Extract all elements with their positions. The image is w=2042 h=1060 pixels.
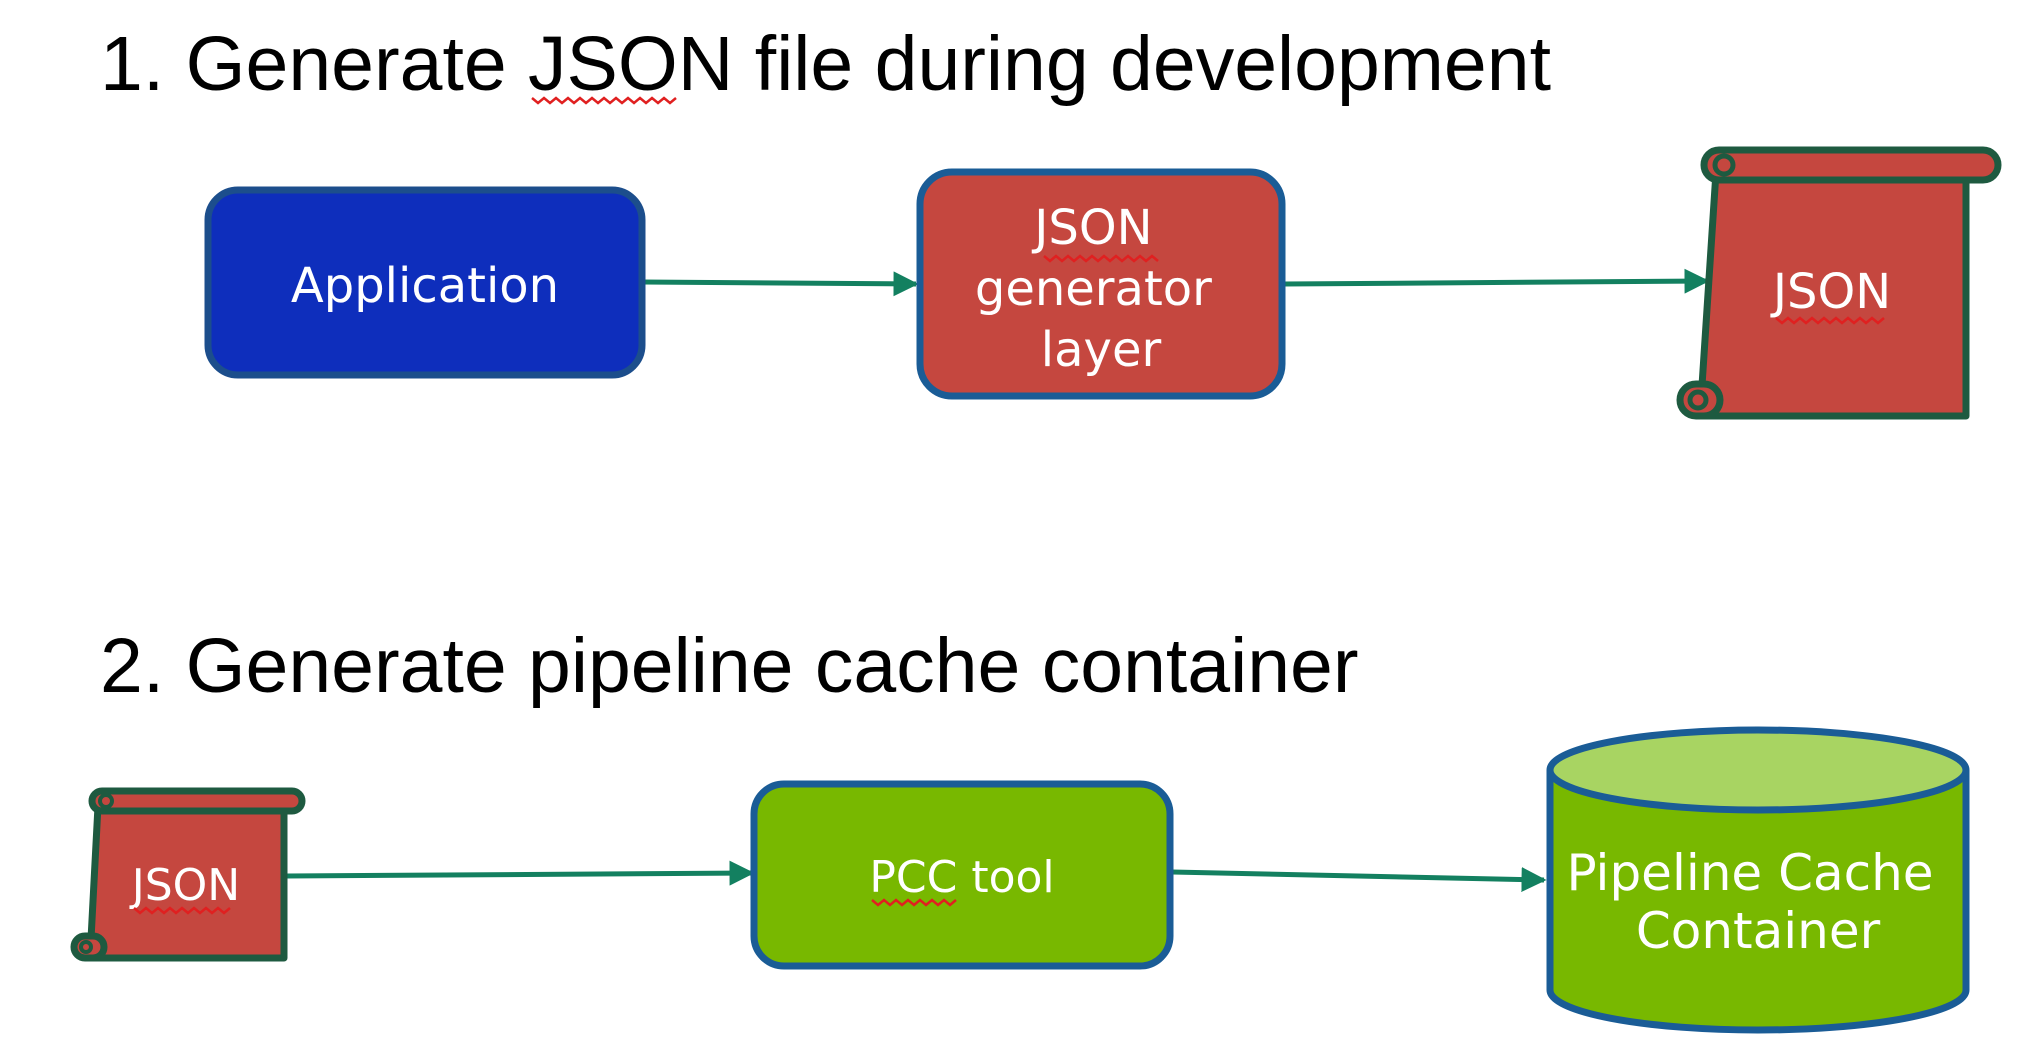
pipeline-cache-container-cylinder [1546,726,1970,1034]
pcc-tool-label: PCC tool [869,852,1054,903]
spellcheck-underline [871,898,957,907]
edge-json-input-to-pcc-tool [286,860,755,886]
spellcheck-underline [1775,316,1885,325]
spellcheck-underline [531,96,677,105]
edge-application-to-json-generator [641,271,919,297]
json-generator-label: JSON generator layer [975,200,1227,378]
json-generator-label-line-2: generator [975,261,1212,317]
application-node [204,186,646,379]
json-generator-label-line-1: JSON [1031,200,1152,256]
json-output-label: JSON [1770,264,1891,320]
json-output-scroll [1676,146,2002,420]
json-input-scroll-bottom-curl [79,940,93,954]
json-input-scroll [70,787,306,962]
pipeline-cache-container-label-line-2: Container [1636,902,1881,960]
spellcheck-underline [133,906,231,915]
json-input-scroll-top-curl [98,793,114,809]
json-output-scroll-top-roll [1700,146,2002,184]
edge-json-generator-to-json-output [1283,268,1710,294]
json-generator-label-line-3: layer [1041,322,1162,378]
json-output-scroll-top-curl [1712,153,1736,177]
step-1-heading: 1. Generate JSON file during development [100,21,1551,107]
pipeline-cache-container-label-line-1: Pipeline Cache [1567,844,1934,902]
json-generator-node [916,168,1286,400]
cylinder-top [1546,726,1970,814]
json-output-scroll-bottom-curl [1687,389,1709,411]
pcc-tool-node [750,780,1174,970]
cylinder-body [1546,770,1970,1034]
json-output-scroll-bottom-roll [1676,380,1724,420]
json-input-label: JSON [129,860,240,911]
spellcheck-underline [1043,254,1159,263]
edge-pcc-tool-to-pipeline-cache-container [1171,867,1547,893]
step-2-heading: 2. Generate pipeline cache container [100,623,1359,709]
pipeline-cache-container-label: Pipeline Cache Container [1567,844,1950,960]
json-input-scroll-top-roll [88,787,306,815]
application-label: Application [291,258,559,314]
